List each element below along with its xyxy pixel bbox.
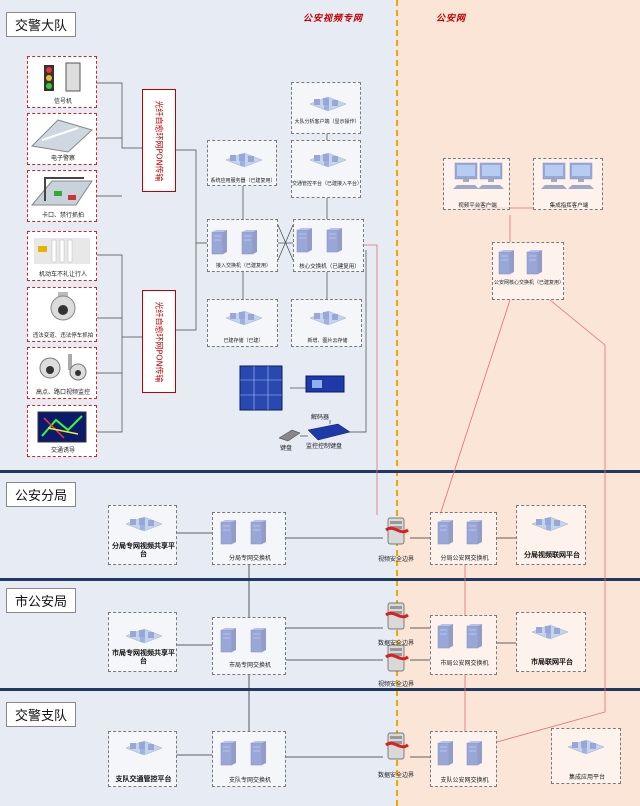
control-keyboard-label: 监控控制键盘 xyxy=(306,443,343,450)
detachment-police-switch: 支队公安网交换机 xyxy=(430,731,497,787)
city-video-share: 市局专网视频共享平台 xyxy=(108,612,177,672)
pgis-client: 视频平台客户端 xyxy=(443,158,510,210)
traffic-guide-label: 交通诱导 xyxy=(50,447,75,454)
section-branch-title: 公安分局 xyxy=(6,482,77,507)
police-core-switch: 公安网核心交换机（已建复用） xyxy=(492,242,564,300)
pon-ring-label-top: 光纤自愈环网PON传输 xyxy=(142,89,176,192)
branch-boundary-label: 视频安全边界 xyxy=(377,556,414,563)
checkpoint-label: 卡口、禁行抓拍 xyxy=(41,212,84,219)
vehicle-yield-label: 机动车不礼让行人 xyxy=(38,271,87,278)
city-police-switch: 市局公安网交换机 xyxy=(430,615,497,675)
city-platform: 市局联网平台 xyxy=(516,612,586,672)
network-divider xyxy=(396,0,398,806)
dome-camera-device: 高点、路口视频监控 xyxy=(27,347,97,399)
section-detachment-title: 交警支队 xyxy=(6,702,77,727)
section-brigade-title: 交警大队 xyxy=(6,12,77,37)
detachment-control-platform: 支队交通管控平台 xyxy=(108,731,177,787)
private-network-title: 公安视频专网 xyxy=(303,14,364,24)
section-city-title: 市公安局 xyxy=(6,588,77,613)
core-switch: 核心交换机（已建复用） xyxy=(293,219,364,272)
city-boundary2-label: 视频安全边界 xyxy=(377,681,414,688)
epolice-device: 电子警察 xyxy=(27,113,97,165)
city-boundary1-label: 数据安全边界 xyxy=(377,640,414,647)
decoder-label: 解码器 xyxy=(310,414,329,421)
guide-screen-icon xyxy=(37,411,87,443)
ptz-camera-icon xyxy=(50,292,76,321)
crosswalk-icon xyxy=(34,238,90,264)
police-network-title: 公安网 xyxy=(436,14,467,24)
section-divider xyxy=(0,688,640,691)
ptz-label: 违法变道、违法停车抓拍 xyxy=(32,333,94,339)
road-camera-icon xyxy=(30,119,93,153)
section-divider xyxy=(0,470,640,473)
detachment-boundary-label: 数据安全边界 xyxy=(377,772,414,779)
branch-video-share: 分局专网视频共享平台 xyxy=(108,505,177,565)
signal-label: 信号机 xyxy=(53,98,72,105)
traffic-signal-icon xyxy=(44,62,81,92)
access-switch: 接入交换机（已建复用） xyxy=(207,219,278,272)
integration-platform: 集成应用平台 xyxy=(551,728,621,784)
existing-storage: 已建存储（已建） xyxy=(207,299,278,347)
brigade-client-terminal: 大队分析客户端（显示操作） xyxy=(291,82,361,134)
checkpoint-icon xyxy=(30,177,93,206)
keyboard-label: 键盘 xyxy=(279,445,292,452)
signal-device: 信号机 xyxy=(27,56,97,108)
branch-switch: 分局专网交换机 xyxy=(212,512,286,565)
section-divider xyxy=(0,578,640,581)
ops-client: 集成指挥客户端 xyxy=(533,158,603,210)
city-switch: 市局专网交换机 xyxy=(212,617,286,675)
platform-server: 系统应用服务器（已建复用） xyxy=(207,140,277,186)
dome-label: 高点、路口视频监控 xyxy=(35,389,90,396)
branch-police-switch: 分局公安网交换机 xyxy=(430,512,497,565)
control-platform: 交通管控平台（已建接入平台） xyxy=(291,140,362,198)
traffic-guide-device: 交通诱导 xyxy=(27,405,97,457)
ptz-camera-device: 违法变道、违法停车抓拍 xyxy=(27,287,97,342)
detachment-switch: 支队专网交换机 xyxy=(212,731,286,787)
checkpoint-device: 卡口、禁行抓拍 xyxy=(27,170,97,222)
branch-platform: 分局视频联网平台 xyxy=(516,505,586,565)
pon-ring-label-bottom: 光纤自愈环网PON传输 xyxy=(142,290,176,393)
vehicle-yield-device: 机动车不礼让行人 xyxy=(27,231,97,281)
epolice-label: 电子警察 xyxy=(50,155,75,162)
new-storage: 新增、图片云存储 xyxy=(291,299,362,347)
dome-camera-icon xyxy=(39,354,87,381)
